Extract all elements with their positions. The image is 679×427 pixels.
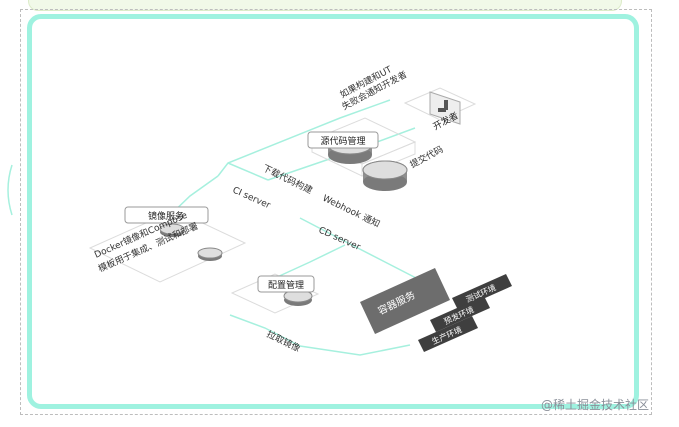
config-mgmt-label: 配置管理 — [257, 275, 315, 293]
config-disk — [283, 289, 313, 306]
source-control-label: 源代码管理 — [307, 131, 379, 149]
svg-text:源代码管理: 源代码管理 — [320, 135, 365, 147]
ci-server-label: CI server — [231, 186, 272, 212]
annotation-webhook: Webhook 通知 — [321, 192, 382, 230]
edge-curve-left — [7, 164, 13, 216]
container-service-block: 容器服务 — [360, 268, 450, 334]
annotation-pull-image: 拉取镜像 — [265, 328, 303, 355]
cd-server-label: CD server — [317, 226, 362, 253]
svg-text:配置管理: 配置管理 — [268, 279, 304, 291]
watermark: @稀土掘金技术社区 — [541, 398, 650, 412]
image-service-disks — [159, 223, 223, 261]
developer-icon — [429, 91, 461, 125]
image-service-label: 镜像服务 — [124, 206, 209, 224]
annotation-commit-code: 提交代码 — [408, 143, 445, 171]
outer-dashed-border — [20, 9, 652, 415]
svg-text:镜像服务: 镜像服务 — [148, 210, 184, 222]
